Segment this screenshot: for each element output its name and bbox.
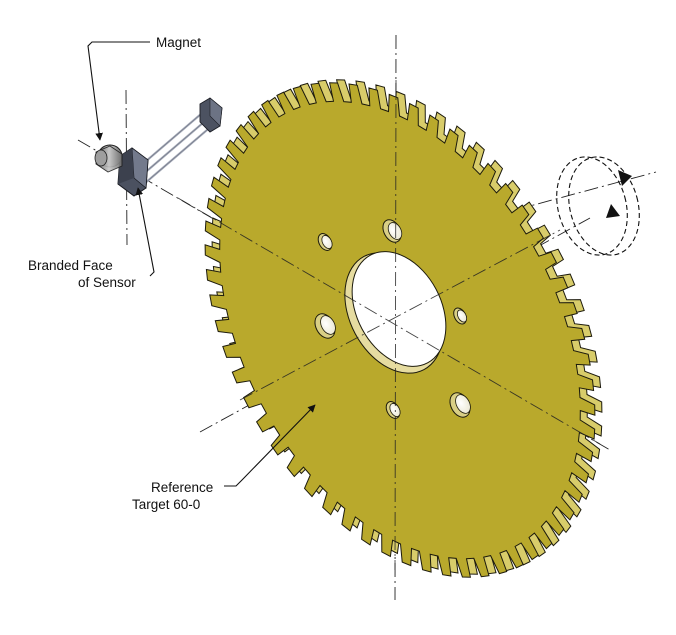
reference-target-wheel	[204, 79, 603, 578]
bolt-hole-bottom-right	[449, 392, 471, 418]
sensor-body	[117, 147, 149, 197]
reference-label-line2: Target 60-0	[132, 497, 200, 512]
magnet	[94, 144, 123, 173]
callout-lines	[87, 41, 316, 487]
connector-block	[199, 97, 223, 133]
magnet-label: Magnet	[156, 35, 201, 50]
center-bore	[344, 251, 447, 374]
magnet-callout	[87, 41, 150, 141]
sensor-callout	[135, 187, 155, 277]
rotation-indicator	[556, 156, 640, 256]
sensor-leads	[137, 107, 215, 185]
center-lines-front	[177, 79, 601, 571]
branded-face-label-line1: Branded Face	[28, 258, 113, 273]
bolt-hole-right	[453, 307, 468, 325]
bolt-hole-top	[382, 219, 403, 243]
gear-holes	[314, 219, 471, 419]
branded-face-label-line2: of Sensor	[78, 275, 136, 290]
rotation-arrow-icons	[606, 170, 632, 218]
reference-label-line1: Reference	[151, 480, 213, 495]
bolt-hole-left	[314, 313, 336, 339]
sensor-assembly	[94, 97, 223, 197]
rotation-axis-line	[514, 171, 657, 211]
bolt-hole-left-top	[317, 233, 333, 251]
labels: Magnet Branded Face of Sensor Reference …	[28, 35, 213, 512]
target-callout	[224, 404, 316, 487]
